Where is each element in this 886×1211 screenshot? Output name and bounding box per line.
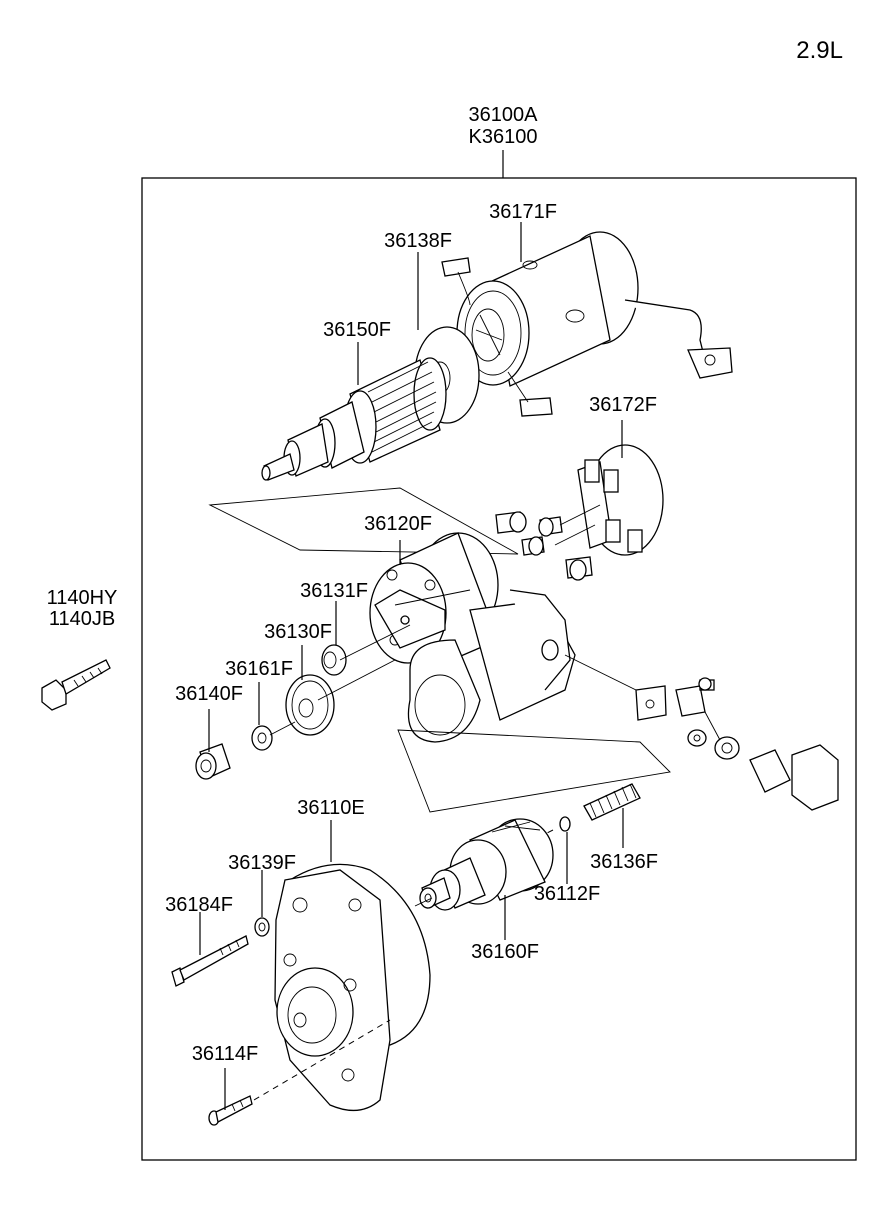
label-36139F: 36139F: [228, 852, 296, 874]
front-bracket-part: [274, 863, 431, 1112]
label-36130F: 36130F: [264, 621, 332, 643]
yoke-housing-part: [441, 231, 733, 417]
label-36160F: 36160F: [471, 941, 539, 963]
label-36172F: 36172F: [589, 394, 657, 416]
label-36184F: 36184F: [165, 894, 233, 916]
label-bolt-b: 1140JB: [49, 608, 115, 630]
assembly-code-b: K36100: [469, 126, 538, 148]
flange-bolt-part: [41, 659, 111, 711]
label-bolt-a: 1140HY: [47, 587, 118, 609]
label-36161F: 36161F: [225, 658, 293, 680]
end-cap-part: [195, 743, 231, 780]
armature-part: [261, 357, 447, 481]
terminal-hardware-part: [564, 654, 839, 811]
label-36140F: 36140F: [175, 683, 243, 705]
assembly-code-a: 36100A: [469, 104, 539, 126]
armature-guide-line: [208, 487, 519, 555]
label-36150F: 36150F: [323, 319, 391, 341]
through-bolt-part: [171, 935, 249, 987]
assembly-frame: [141, 177, 857, 1161]
idler-gear-part: [285, 659, 396, 736]
overrunning-clutch-part: [414, 818, 554, 911]
small-pinion-part: [321, 624, 411, 676]
label-36120F: 36120F: [364, 513, 432, 535]
label-36131F: 36131F: [300, 580, 368, 602]
label-36138F: 36138F: [384, 230, 452, 252]
screw-dashed-path: [253, 1019, 391, 1101]
return-spring-part: [583, 783, 641, 821]
label-36112F: 36112F: [534, 883, 600, 905]
small-washer-part: [254, 917, 270, 937]
label-36171F: 36171F: [489, 201, 557, 223]
label-36136F: 36136F: [590, 851, 658, 873]
mounting-screw-part: [208, 1095, 253, 1126]
label-36114F: 36114F: [192, 1043, 258, 1065]
gear-housing-part: [369, 532, 576, 743]
housing-guide-line: [397, 729, 671, 813]
engine-label: 2.9L: [796, 37, 843, 64]
retainer-part: [251, 721, 296, 751]
snap-ring-part: [544, 816, 571, 835]
label-36110E: 36110E: [297, 797, 364, 819]
brush-holder-part: [495, 444, 664, 581]
